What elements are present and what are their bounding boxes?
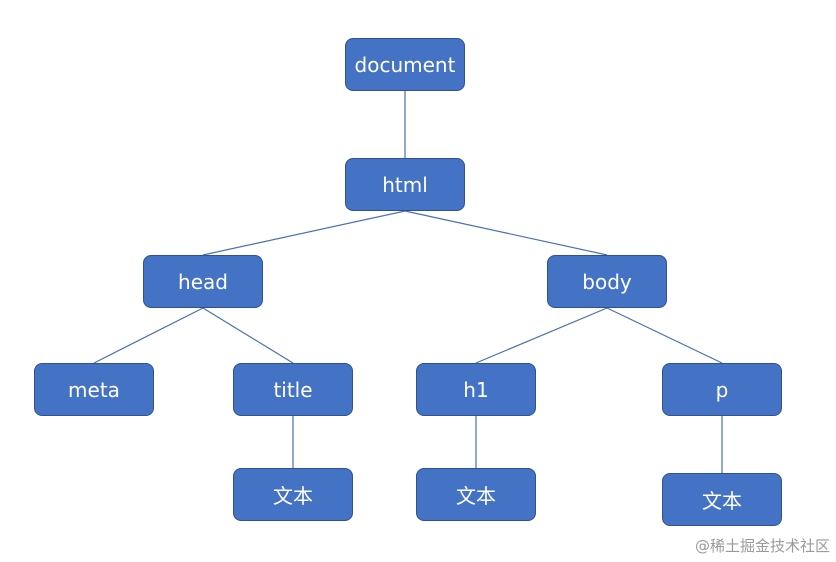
node-p: p bbox=[662, 363, 782, 416]
node-p-text: 文本 bbox=[662, 473, 782, 526]
node-html: html bbox=[345, 158, 465, 211]
node-h1-text: 文本 bbox=[416, 468, 536, 521]
edge-head-to-title bbox=[202, 307, 294, 364]
node-body: body bbox=[547, 255, 667, 308]
edge-html-to-head bbox=[202, 210, 406, 256]
node-head: head bbox=[143, 255, 263, 308]
edge-body-to-p bbox=[606, 307, 723, 364]
node-meta: meta bbox=[34, 363, 154, 416]
watermark: @稀土掘金技术社区 bbox=[694, 537, 830, 555]
edge-html-to-body bbox=[404, 210, 608, 256]
edge-body-to-h1 bbox=[475, 307, 608, 364]
node-title-text: 文本 bbox=[233, 468, 353, 521]
edge-head-to-meta bbox=[93, 307, 204, 364]
node-document: document bbox=[345, 38, 465, 91]
node-h1: h1 bbox=[416, 363, 536, 416]
node-title: title bbox=[233, 363, 353, 416]
